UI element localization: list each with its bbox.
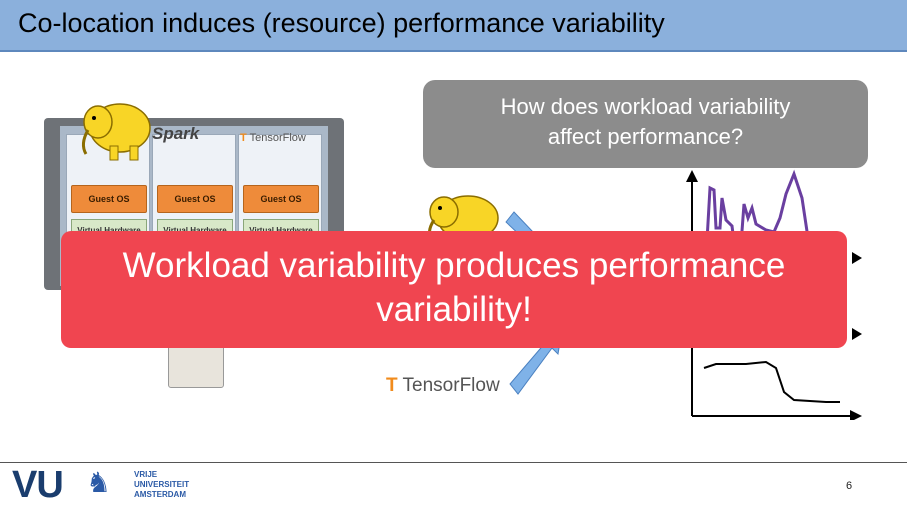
page-number: 6 (846, 480, 852, 492)
title-bar: Co-location induces (resource) performan… (0, 0, 907, 52)
elephant-icon (74, 92, 158, 164)
tensorflow-logo-small: T TensorFlow (240, 132, 306, 144)
banner-line-2: variability! (61, 288, 847, 332)
question-line-2: affect performance? (423, 122, 868, 152)
tensorflow-logo-large: T TensorFlow (386, 375, 500, 397)
vu-name-line-1: VRIJE (134, 470, 189, 480)
tensorflow-icon: T (240, 132, 247, 144)
tensorflow-label-small: TensorFlow (250, 132, 306, 144)
spark-logo: Spark (152, 124, 199, 144)
guest-os-3: Guest OS (243, 185, 319, 213)
question-box: How does workload variability affect per… (423, 80, 868, 168)
conclusion-banner: Workload variability produces performanc… (61, 231, 847, 348)
vu-logo-name: VRIJE UNIVERSITEIT AMSTERDAM (134, 470, 189, 500)
vu-name-line-3: AMSTERDAM (134, 490, 189, 500)
banner-line-1: Workload variability produces performanc… (61, 244, 847, 288)
slide-title: Co-location induces (resource) performan… (18, 8, 665, 39)
question-line-1: How does workload variability (423, 92, 868, 122)
footer-divider (0, 462, 907, 463)
tensorflow-icon-large: T (386, 375, 398, 396)
griffin-icon: ♞ (86, 466, 111, 499)
guest-os-2: Guest OS (157, 185, 233, 213)
guest-os-1: Guest OS (71, 185, 147, 213)
vu-name-line-2: UNIVERSITEIT (134, 480, 189, 490)
tensorflow-label-large: TensorFlow (403, 375, 500, 396)
vu-logo-letters: VU (12, 464, 63, 507)
